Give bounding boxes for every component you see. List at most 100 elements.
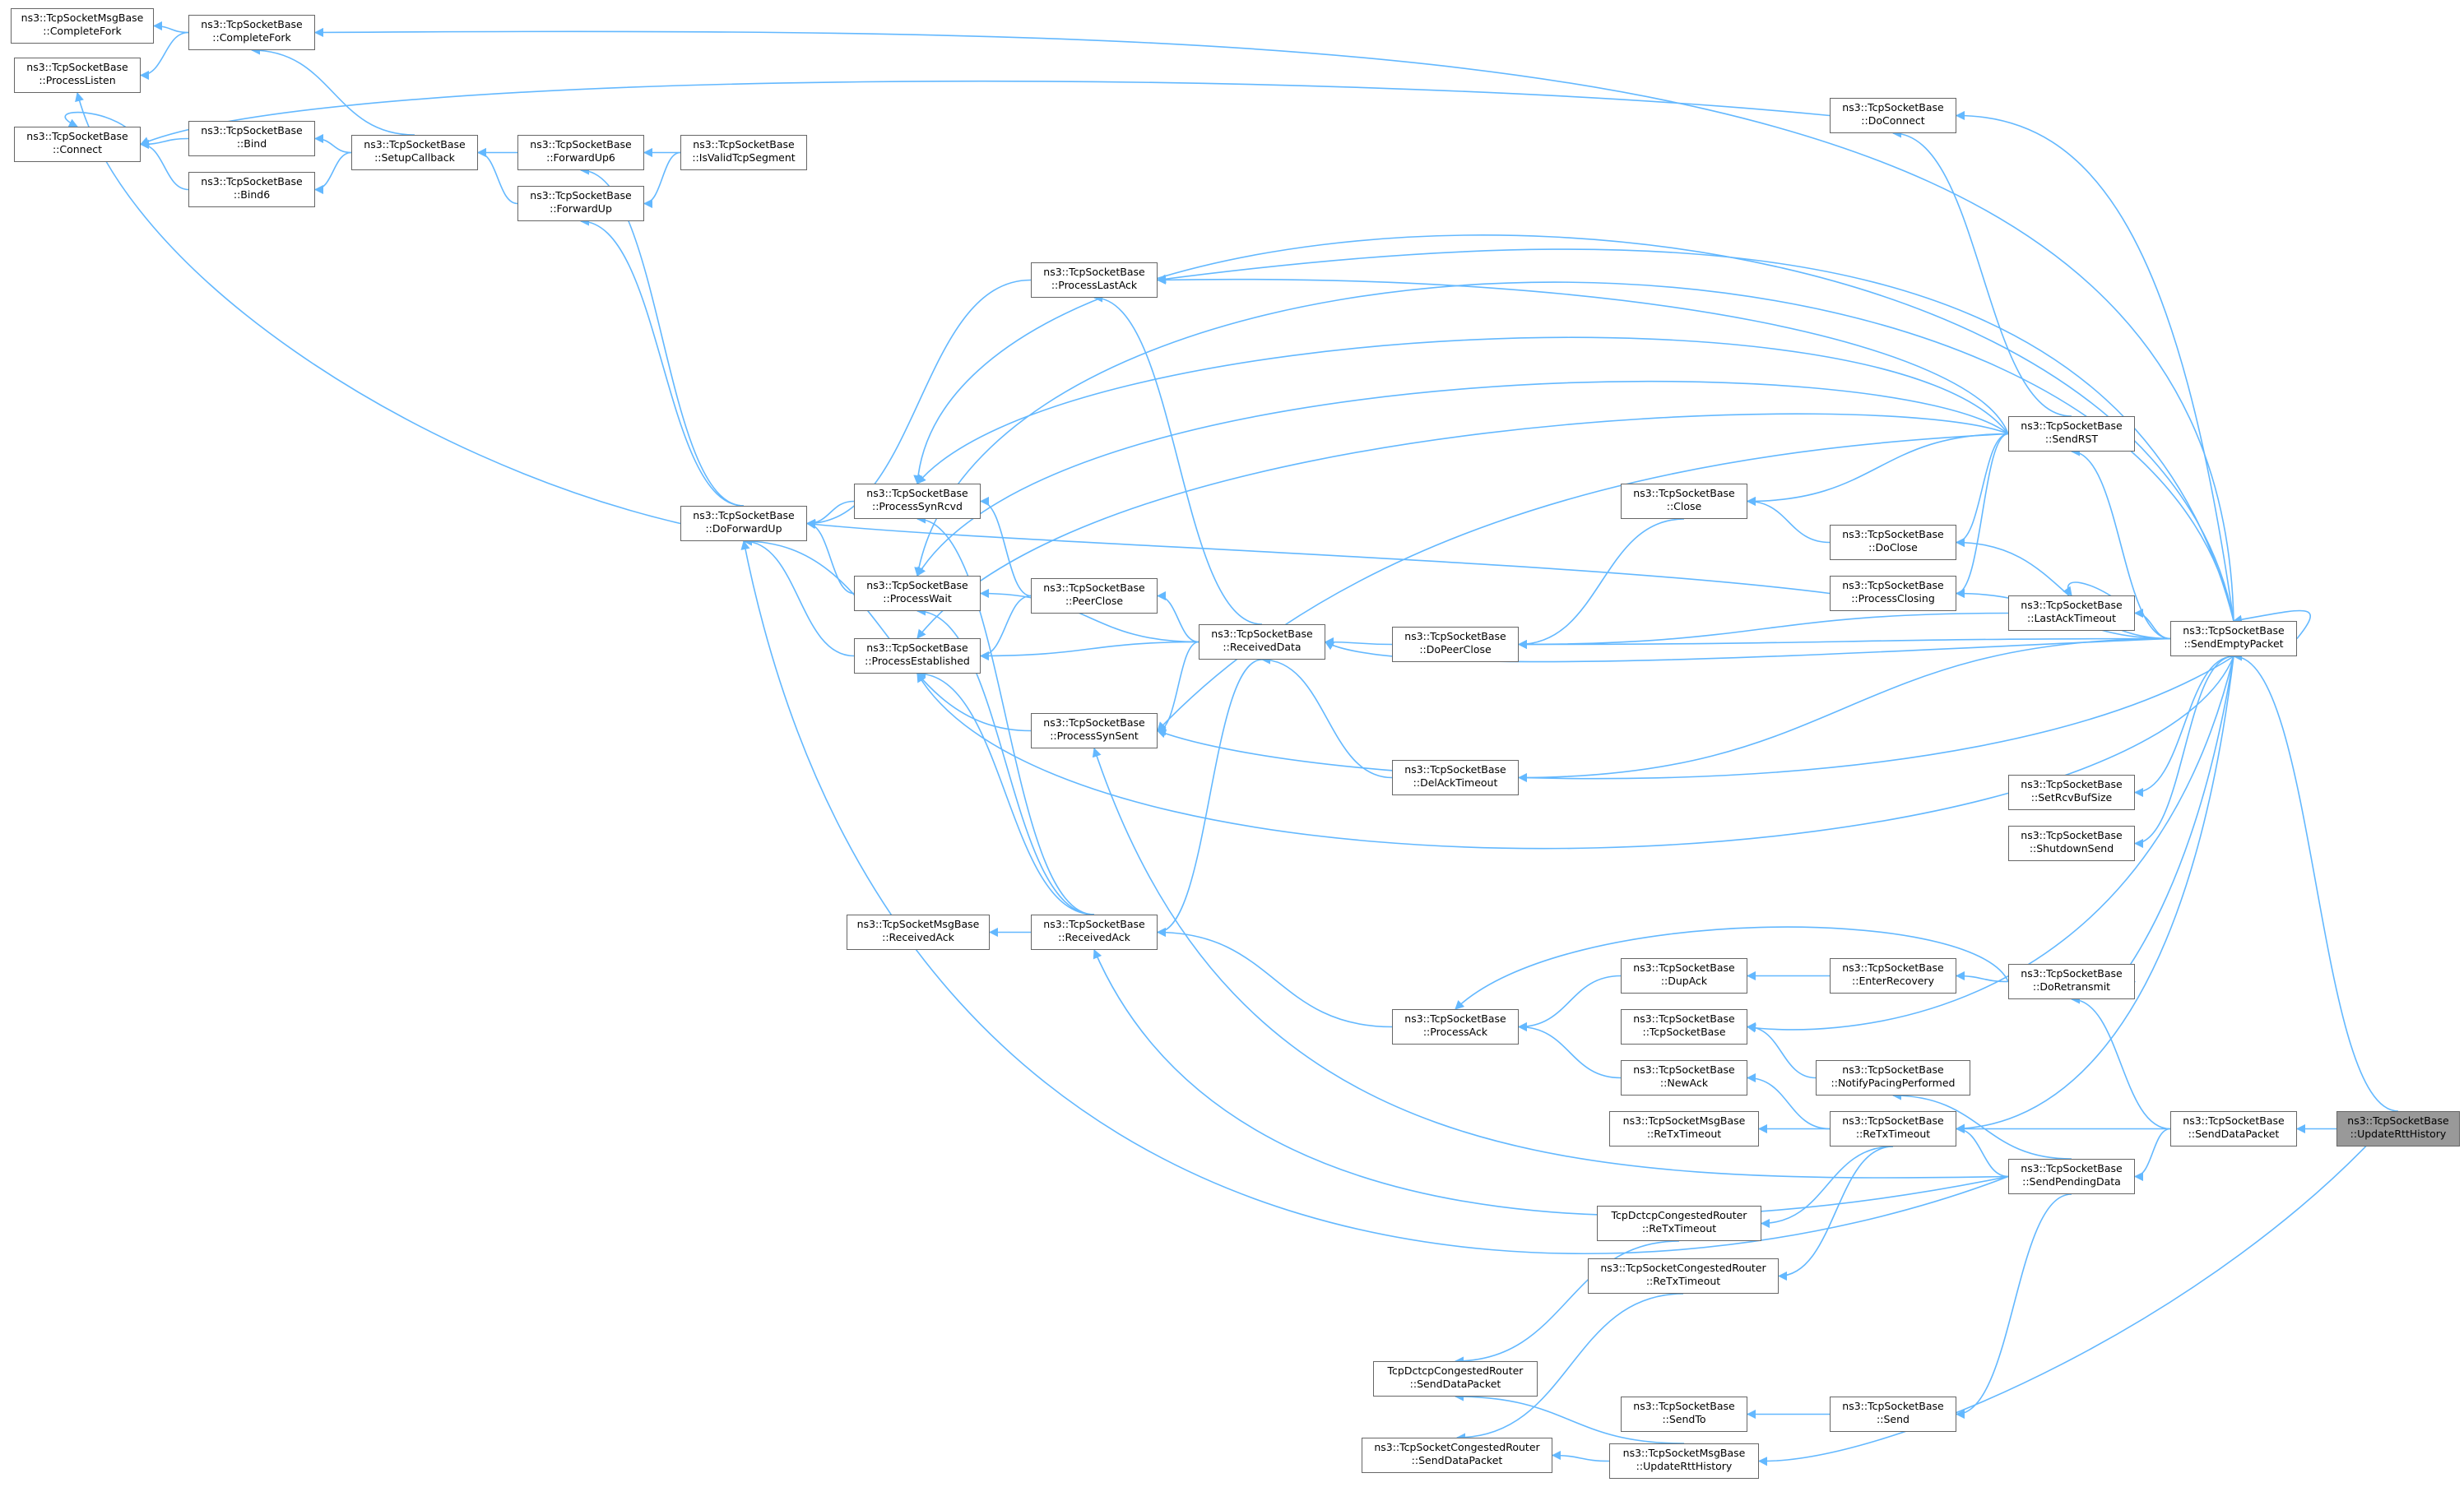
call-edge-close-to-dopeerclose	[1517, 518, 1685, 650]
call-edge-sendemptypacket-to-lastacktimeout	[2133, 608, 2171, 640]
node-label-line1: ns3::TcpSocketBase	[201, 18, 303, 30]
node-bind[interactable]: ns3::TcpSocketBase::Bind	[188, 121, 315, 156]
node-doforwardup[interactable]: ns3::TcpSocketBase::DoForwardUp	[680, 506, 807, 541]
node-dopeerclose[interactable]: ns3::TcpSocketBase::DoPeerClose	[1392, 627, 1519, 662]
call-edge-sendemptypacket-to-tcpsocketbase	[1746, 655, 2234, 1033]
node-label-line1: ns3::TcpSocketBase	[201, 124, 303, 137]
node-processwait[interactable]: ns3::TcpSocketBase::ProcessWait	[854, 576, 981, 611]
node-processestablished[interactable]: ns3::TcpSocketBase::ProcessEstablished	[854, 638, 981, 674]
node-label-line2: ::ReceivedAck	[882, 931, 954, 943]
node-processlisten[interactable]: ns3::TcpSocketBase::ProcessListen	[14, 58, 141, 93]
node-forwardup[interactable]: ns3::TcpSocketBase::ForwardUp	[517, 186, 644, 221]
call-edge-receiveddata-to-peerclose	[1156, 591, 1200, 643]
call-edge-doforwardup-to-processlisten	[75, 91, 681, 525]
node-label-line1: ns3::TcpSocketBase	[693, 138, 795, 151]
node-dctcp-senddatapacket[interactable]: TcpDctcpCongestedRouter::SendDataPacket	[1373, 1361, 1538, 1397]
node-label-line1: ns3::TcpSocketBase	[26, 130, 128, 142]
call-edge-receivedack-to-processsynrcvd	[916, 514, 1095, 915]
node-retxtimeout[interactable]: ns3::TcpSocketBase::ReTxTimeout	[1830, 1111, 1956, 1147]
call-edge-doretransmit-to-enterrecovery	[1955, 970, 2009, 983]
node-msg-receivedack[interactable]: ns3::TcpSocketMsgBase::ReceivedAck	[847, 915, 990, 950]
node-sendpendingdata[interactable]: ns3::TcpSocketBase::SendPendingData	[2008, 1159, 2135, 1194]
node-label-line1: ns3::TcpSocketBase	[2021, 1162, 2123, 1174]
node-msg-completefork[interactable]: ns3::TcpSocketMsgBase::CompleteFork	[11, 8, 154, 44]
node-isvalidtcpsegment[interactable]: ns3::TcpSocketBase::IsValidTcpSegment	[680, 135, 807, 170]
node-label-line2: ::EnterRecovery	[1852, 975, 1934, 987]
call-edge-forwardup-to-setupcallback	[476, 147, 518, 205]
node-newack[interactable]: ns3::TcpSocketBase::NewAck	[1621, 1060, 1747, 1096]
node-label-line1: ns3::TcpSocketBase	[2183, 1114, 2285, 1127]
node-senddatapacket[interactable]: ns3::TcpSocketBase::SendDataPacket	[2170, 1111, 2297, 1147]
node-label-line2: ::ShutdownSend	[2029, 842, 2114, 855]
call-edge-completefork-to-processlisten	[139, 31, 189, 81]
node-updatertthistory-current[interactable]: ns3::TcpSocketBase::UpdateRttHistory	[2336, 1111, 2460, 1147]
node-processack[interactable]: ns3::TcpSocketBase::ProcessAck	[1392, 1009, 1519, 1045]
node-label-line2: ::DoClose	[1868, 541, 1918, 554]
node-doconnect[interactable]: ns3::TcpSocketBase::DoConnect	[1830, 98, 1956, 133]
node-label-line1: ns3::TcpSocketBase	[1404, 1012, 1506, 1025]
call-edge-sendrst-to-processsynrcvd	[916, 336, 2009, 484]
node-congested-retxtimeout[interactable]: ns3::TcpSocketCongestedRouter::ReTxTimeo…	[1588, 1258, 1779, 1294]
node-label-line2: ::ReTxTimeout	[1855, 1128, 1931, 1140]
node-label-line2: ::SetRcvBufSize	[2030, 791, 2113, 804]
call-edge-updatertthistory-to-msg_updatertt	[1757, 1110, 2399, 1466]
call-edge-sendemptypacket-to-processsynsent	[1156, 655, 2234, 780]
call-edge-processclosing-to-doforwardup	[805, 520, 1831, 595]
node-label-line2: ::SendTo	[1662, 1413, 1706, 1425]
node-setrcvbufsize[interactable]: ns3::TcpSocketBase::SetRcvBufSize	[2008, 775, 2135, 810]
node-receiveddata[interactable]: ns3::TcpSocketBase::ReceivedData	[1199, 624, 1325, 660]
node-label-line2: ::DelAckTimeout	[1413, 776, 1498, 789]
node-delacktimeout[interactable]: ns3::TcpSocketBase::DelAckTimeout	[1392, 760, 1519, 795]
node-sendrst[interactable]: ns3::TcpSocketBase::SendRST	[2008, 416, 2135, 452]
node-notifypacing[interactable]: ns3::TcpSocketBase::NotifyPacingPerforme…	[1816, 1060, 1970, 1096]
node-label-line2: ::DoConnect	[1861, 114, 1925, 127]
node-tcpsocketbase[interactable]: ns3::TcpSocketBase::TcpSocketBase	[1621, 1009, 1747, 1045]
call-edge-sendpendingdata-to-retxtimeout	[1955, 1123, 2009, 1178]
node-shutdownsend[interactable]: ns3::TcpSocketBase::ShutdownSend	[2008, 826, 2135, 861]
node-label-line1: ns3::TcpSocketMsgBase	[1622, 1447, 1746, 1459]
call-edge-dupack-to-processack	[1517, 975, 1622, 1032]
node-label-line1: ns3::TcpSocketBase	[1842, 961, 1944, 974]
node-congested-senddatapacket[interactable]: ns3::TcpSocketCongestedRouter::SendDataP…	[1362, 1438, 1552, 1473]
node-receivedack[interactable]: ns3::TcpSocketBase::ReceivedAck	[1031, 915, 1158, 950]
node-processlastack[interactable]: ns3::TcpSocketBase::ProcessLastAck	[1031, 262, 1158, 298]
node-bind6[interactable]: ns3::TcpSocketBase::Bind6	[188, 172, 315, 207]
node-label-line2: ::ProcessAck	[1422, 1026, 1488, 1038]
call-edge-sendpendingdata-to-processsynsent	[1092, 747, 2009, 1179]
call-edge-sendrst-to-processestablished	[916, 413, 2009, 639]
node-doclose[interactable]: ns3::TcpSocketBase::DoClose	[1830, 525, 1956, 560]
node-dctcp-retxtimeout[interactable]: TcpDctcpCongestedRouter::ReTxTimeout	[1597, 1206, 1761, 1241]
node-label-line2: ::ProcessSynSent	[1050, 730, 1139, 742]
node-label-line1: ns3::TcpSocketBase	[1633, 1063, 1735, 1076]
node-processclosing[interactable]: ns3::TcpSocketBase::ProcessClosing	[1830, 576, 1956, 611]
node-processsynrcvd[interactable]: ns3::TcpSocketBase::ProcessSynRcvd	[854, 484, 981, 519]
call-edge-sendemptypacket-to-processestablished	[916, 655, 2234, 850]
node-msg-updatertthistory[interactable]: ns3::TcpSocketMsgBase::UpdateRttHistory	[1609, 1443, 1759, 1479]
node-dupack[interactable]: ns3::TcpSocketBase::DupAck	[1621, 958, 1747, 994]
node-enterrecovery[interactable]: ns3::TcpSocketBase::EnterRecovery	[1830, 958, 1956, 994]
node-sendemptypacket[interactable]: ns3::TcpSocketBase::SendEmptyPacket	[2170, 621, 2297, 656]
node-completefork[interactable]: ns3::TcpSocketBase::CompleteFork	[188, 15, 315, 50]
node-label-line2: ::SendPendingData	[2022, 1175, 2121, 1188]
node-close[interactable]: ns3::TcpSocketBase::Close	[1621, 484, 1747, 519]
node-lastacktimeout[interactable]: ns3::TcpSocketBase::LastAckTimeout	[2008, 595, 2135, 631]
node-sendto[interactable]: ns3::TcpSocketBase::SendTo	[1621, 1397, 1747, 1432]
node-label-line2: ::CompleteFork	[43, 25, 122, 37]
call-edge-dopeerclose-to-receiveddata	[1324, 637, 1393, 647]
node-doretransmit[interactable]: ns3::TcpSocketBase::DoRetransmit	[2008, 964, 2135, 999]
node-label-line1: ns3::TcpSocketBase	[2021, 599, 2123, 611]
call-edge-bind6-to-connect	[139, 139, 189, 191]
node-connect[interactable]: ns3::TcpSocketBase::Connect	[14, 127, 141, 162]
node-processsynsent[interactable]: ns3::TcpSocketBase::ProcessSynSent	[1031, 713, 1158, 748]
node-send[interactable]: ns3::TcpSocketBase::Send	[1830, 1397, 1956, 1432]
call-edge-receiveddata-to-processestablished	[979, 641, 1200, 661]
node-label-line2: ::Send	[1877, 1413, 1909, 1425]
node-peerclose[interactable]: ns3::TcpSocketBase::PeerClose	[1031, 578, 1158, 614]
call-edge-sendemptypacket-to-retxtimeout	[1955, 655, 2234, 1133]
node-forwardup6[interactable]: ns3::TcpSocketBase::ForwardUp6	[517, 135, 644, 170]
node-label-line1: ns3::TcpSocketBase	[364, 138, 466, 151]
node-setupcallback[interactable]: ns3::TcpSocketBase::SetupCallback	[351, 135, 478, 170]
node-label-line1: ns3::TcpSocketBase	[1842, 1400, 1944, 1412]
node-msg-retxtimeout[interactable]: ns3::TcpSocketMsgBase::ReTxTimeout	[1609, 1111, 1759, 1147]
call-edge-sendemptypacket-to-sendemptypacket	[2232, 609, 2312, 640]
